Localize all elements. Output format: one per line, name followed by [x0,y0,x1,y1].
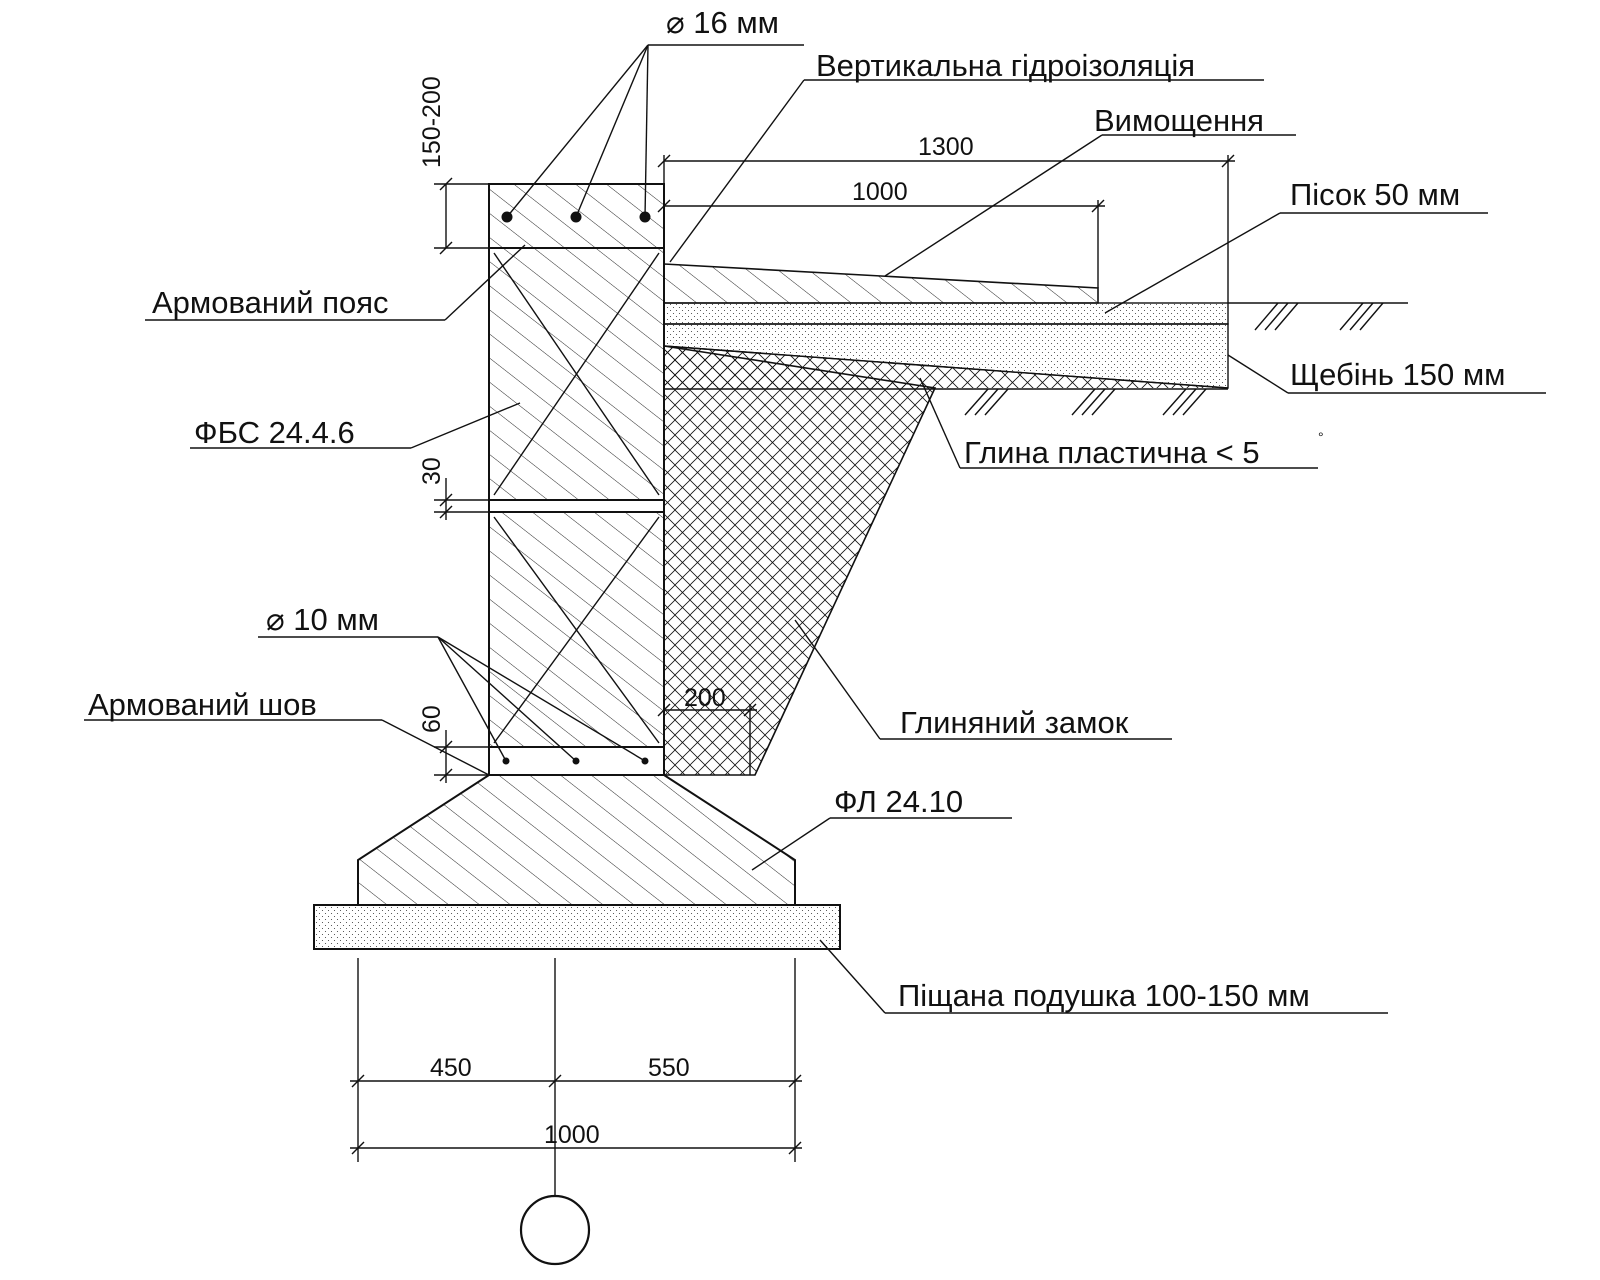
label-sand-cushion: Піщана подушка 100-150 мм [898,978,1310,1013]
axis-marker-circle [519,1194,591,1266]
reinforced-seam [488,746,665,776]
label-rebar-10: ⌀ 10 мм [266,602,379,637]
fl-slab [357,774,796,906]
earth-hatch-marks [964,302,1384,416]
leader-lines [84,44,1546,1014]
sand-layer [663,302,1229,325]
label-fbs-block: ФБС 24.4.6 [194,415,355,450]
dim-text-paving-1300: 1300 [918,133,974,161]
dim-belt-height [434,177,489,255]
dim-text-belt-height: 150-200 [418,76,446,168]
label-sand-50: Пісок 50 мм [1290,177,1460,212]
label-degree-mark: ° [1318,429,1324,445]
label-reinforced-seam: Армований шов [88,687,317,722]
block-cross-lines [493,252,660,744]
mortar-seam-30 [488,499,665,513]
dim-paving-1300 [657,154,1235,303]
dim-text-total-1000: 1000 [544,1121,600,1149]
label-paving: Вимощення [1094,103,1264,138]
dim-seam-60 [434,730,489,783]
dim-text-seam-30: 30 [418,457,446,485]
dim-lock-200 [657,703,757,775]
dim-text-lock-200: 200 [684,684,726,712]
dim-paving-1000 [657,199,1105,288]
label-plastic-clay: Глина пластична < 5 [964,435,1260,470]
dim-bottom [350,958,802,1196]
sand-cushion [313,904,841,950]
dim-text-left-450: 450 [430,1054,472,1082]
label-rebar-16: ⌀ 16 мм [666,5,779,40]
paving-slab [663,263,1099,304]
dim-text-paving-1000: 1000 [852,178,908,206]
label-vertical-waterproofing: Вертикальна гідроізоляція [816,48,1195,83]
dim-text-seam-60: 60 [418,705,446,733]
label-crushed-stone-150: Щебінь 150 мм [1290,357,1505,392]
dim-text-right-550: 550 [648,1054,690,1082]
clay-slope-line [663,345,1229,389]
label-clay-lock: Глиняний замок [900,705,1129,740]
dim-seam-30 [434,478,489,520]
label-reinforced-belt: Армований пояс [152,285,389,320]
label-fl-slab: ФЛ 24.10 [834,784,963,819]
